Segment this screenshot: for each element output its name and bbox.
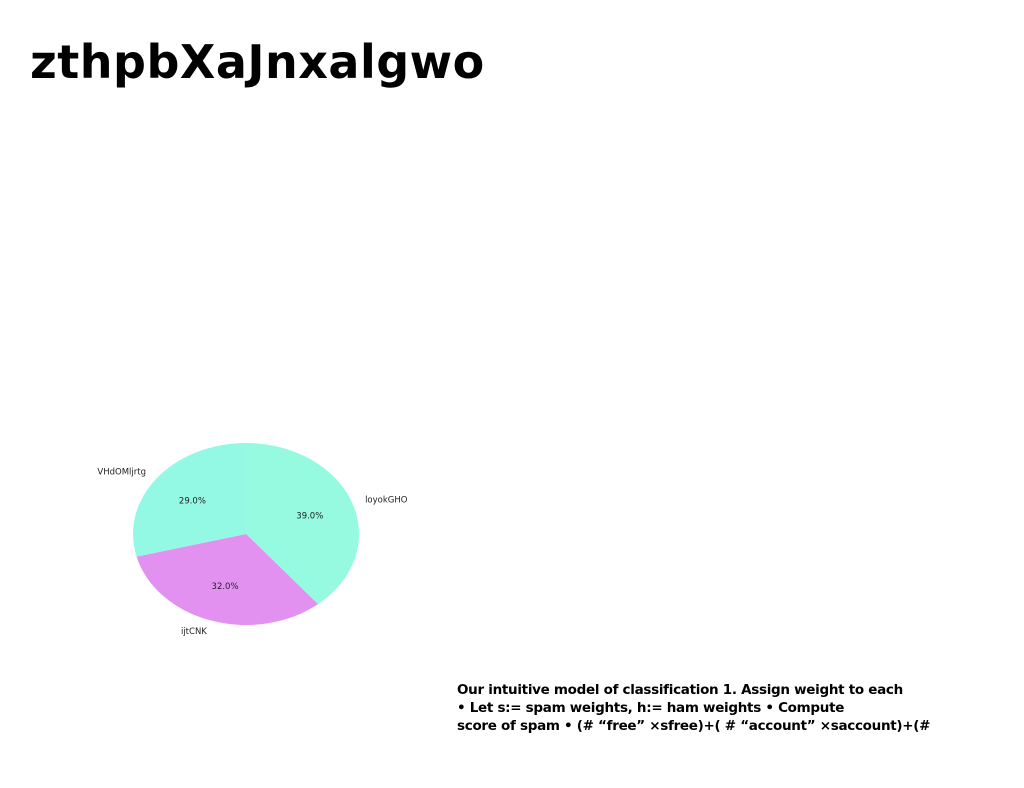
pie-chart: 39.0% loyokGHO 32.0% ijtCNK 29.0% VHdOMljrtg: [60, 420, 460, 650]
slide-caption: Our intuitive model of classification 1.…: [457, 681, 1017, 735]
caption-line-3: score of spam • (# “free” ×sfree)+( # “a…: [457, 718, 931, 734]
pie-chart-svg: 39.0% loyokGHO 32.0% ijtCNK 29.0% VHdOMljrtg: [97, 443, 408, 637]
pie-pct-label-loyokGHO: 39.0%: [296, 512, 323, 522]
caption-line-1: Our intuitive model of classification 1.…: [457, 682, 903, 698]
pie-slice-label-VHdOMljrtg: VHdOMljrtg: [97, 468, 146, 478]
slide-title: zthpbXaJnxalgwo: [30, 35, 485, 89]
pie-slice-VHdOMljrtg: [133, 443, 246, 557]
pie-slice-label-ijtCNK: ijtCNK: [181, 627, 207, 637]
caption-line-2: • Let s:= spam weights, h:= ham weights …: [457, 700, 845, 716]
pie-slice-ijtCNK: [136, 534, 319, 625]
pie-slice-loyokGHO: [246, 443, 359, 605]
pie-slice-label-loyokGHO: loyokGHO: [365, 495, 408, 505]
pie-pct-label-ijtCNK: 32.0%: [212, 582, 239, 592]
pie-pct-label-VHdOMljrtg: 29.0%: [179, 497, 206, 507]
